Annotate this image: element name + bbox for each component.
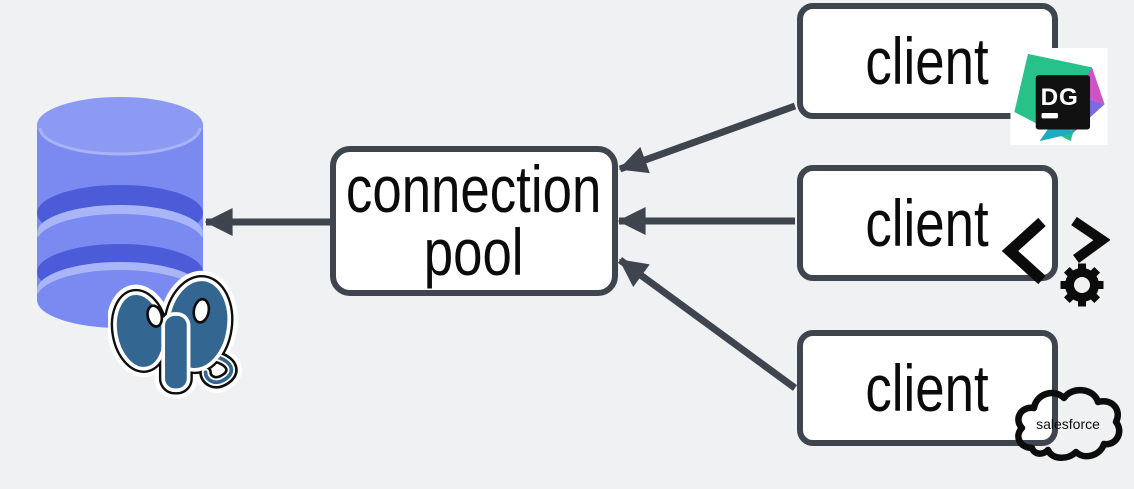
client-top-label: client bbox=[865, 23, 990, 98]
connection-pool-line1: connection bbox=[346, 152, 602, 227]
client-bottom-node: client bbox=[797, 330, 1058, 446]
edge-client-bottom-to-pool bbox=[617, 257, 798, 391]
close-angle-bracket-icon bbox=[1071, 216, 1110, 264]
postgresql-elephant-icon bbox=[108, 270, 242, 399]
connection-pool-line2: pool bbox=[424, 215, 524, 289]
elephant-right-eye bbox=[192, 297, 211, 324]
connection-pool-node: connection pool bbox=[330, 146, 618, 296]
open-angle-bracket-icon bbox=[1001, 217, 1046, 285]
edge-client-top-to-pool bbox=[618, 102, 797, 174]
datagrip-icon: DG bbox=[1010, 48, 1108, 145]
gear-icon bbox=[1060, 263, 1104, 307]
client-bottom-label: client bbox=[865, 350, 990, 425]
elephant-left-eye bbox=[146, 304, 164, 328]
salesforce-wordmark: salesforce bbox=[1036, 416, 1100, 432]
code-gear-icon bbox=[1001, 216, 1110, 307]
client-middle-label: client bbox=[865, 185, 990, 260]
connection-pool-label: connection pool bbox=[346, 152, 602, 289]
salesforce-cloud-icon: salesforce bbox=[1015, 387, 1123, 461]
datagrip-dg-text: DG bbox=[1041, 84, 1079, 111]
